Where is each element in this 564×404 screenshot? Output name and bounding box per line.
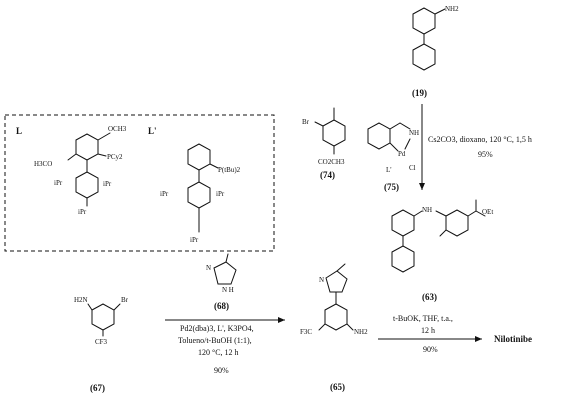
compound-65: N F3C NH2 (65)	[300, 263, 368, 392]
c67-h2n: H2N	[74, 296, 88, 304]
arrow-1-line1: Cs2CO3, dioxano, 120 °C, 1,5 h	[428, 135, 532, 144]
ligand-L-ipr-bottom: iPr	[78, 208, 87, 216]
ligand-Lp-ipr-right: iPr	[216, 190, 225, 198]
arrow-2-line4: 90%	[214, 366, 229, 375]
compound-67: H2N Br CF3 (67)	[74, 296, 129, 393]
c19-label: (19)	[412, 88, 427, 98]
c74-br: Br	[302, 118, 310, 126]
c19-nh2: NH2	[445, 5, 459, 13]
ligand-Lp: L' P(tBu)2 iPr iPr iPr	[148, 126, 241, 244]
arrow-3-line2: 12 h	[421, 326, 435, 335]
c68-n: N	[206, 264, 211, 272]
ligand-L-ipr-left: iPr	[54, 179, 63, 187]
compound-75: NH Pd L' Cl (75)	[367, 122, 419, 192]
ligand-L: L OCH3 H3CO PCy2 iPr iPr iPr	[16, 125, 127, 216]
ligand-L-ipr-right: iPr	[103, 180, 112, 188]
c75-cl: Cl	[409, 164, 416, 172]
c63-ester: OEt	[482, 208, 493, 216]
c67-label: (67)	[90, 383, 105, 393]
arrow-2-line1: Pd2(dba)3, L', K3PO4,	[180, 324, 254, 333]
ligand-L-ome-top: OCH3	[108, 125, 127, 133]
ligand-L-name: L	[16, 126, 22, 136]
c75-nh: NH	[409, 129, 419, 137]
c75-label: (75)	[384, 182, 399, 192]
compound-68: N N H (68)	[206, 253, 237, 311]
c67-cf3: CF3	[95, 338, 108, 346]
compound-63: NH OEt (63)	[391, 199, 493, 302]
compound-74: Br CO2CH3 (74)	[302, 107, 346, 180]
c68-label: (68)	[214, 301, 229, 311]
arrow-2-line2: Tolueno/t-BuOH (1:1),	[178, 336, 252, 345]
c63-label: (63)	[422, 292, 437, 302]
arrow-3-line1: t-BuOK, THF, t.a.,	[393, 314, 453, 323]
arrow-2: Pd2(dba)3, L', K3PO4, Tolueno/t-BuOH (1:…	[165, 317, 285, 375]
arrow-1: Cs2CO3, dioxano, 120 °C, 1,5 h 95%	[419, 104, 532, 190]
arrow-1-line2: 95%	[478, 150, 493, 159]
c65-f3c: F3C	[300, 328, 312, 336]
c75-pd: Pd	[398, 150, 406, 158]
c68-nh: N H	[222, 286, 234, 294]
compound-19: NH2 (19)	[412, 5, 459, 98]
ligand-box	[4, 114, 275, 252]
ligand-Lp-ptbu2: P(tBu)2	[218, 166, 241, 174]
ligand-Lp-ipr-bottom: iPr	[190, 236, 199, 244]
arrow-3: t-BuOK, THF, t.a., 12 h 90%	[378, 314, 482, 354]
c74-label: (74)	[320, 170, 335, 180]
ligand-Lp-name: L'	[148, 126, 157, 136]
c65-nh2: NH2	[354, 328, 368, 336]
product-name: Nilotinibe	[494, 334, 532, 344]
c63-nh: NH	[422, 206, 432, 214]
arrow-2-line3: 120 °C, 12 h	[198, 348, 239, 357]
ligand-Lp-ipr-left: iPr	[160, 190, 169, 198]
c75-ligand: L'	[386, 166, 392, 174]
c65-n: N	[319, 276, 324, 284]
arrow-3-line3: 90%	[423, 345, 438, 354]
c74-ester: CO2CH3	[318, 158, 345, 166]
ligand-L-pcy2: PCy2	[107, 153, 123, 161]
c65-label: (65)	[330, 382, 345, 392]
c67-br: Br	[121, 296, 129, 304]
ligand-L-ome-left: H3CO	[34, 160, 52, 168]
